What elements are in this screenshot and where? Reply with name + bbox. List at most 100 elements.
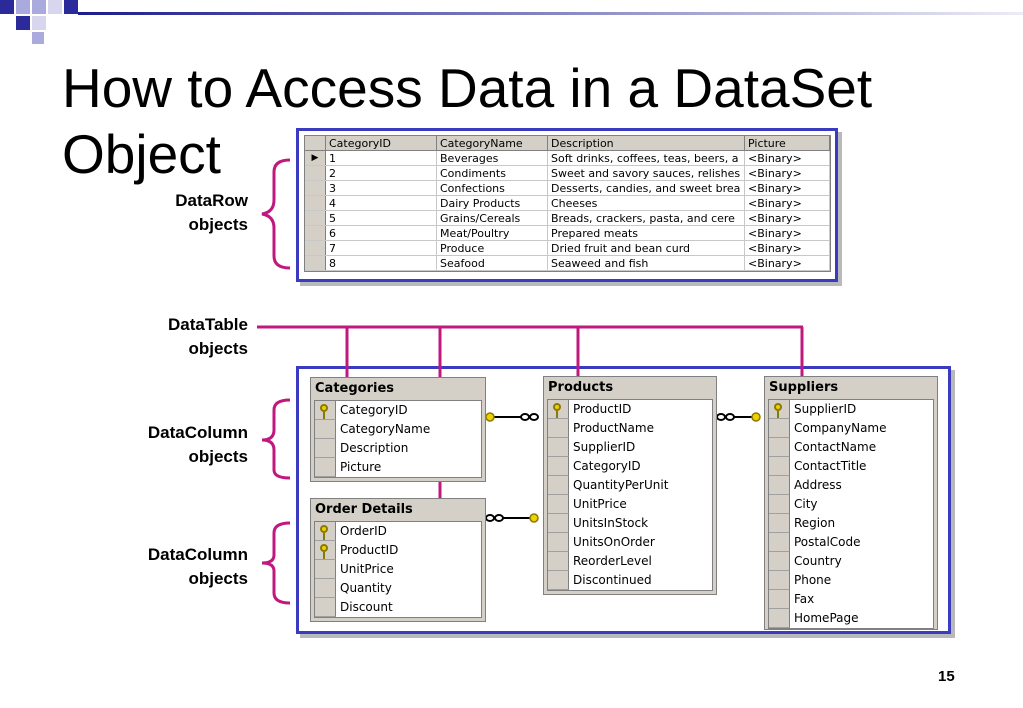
row-selector[interactable] [769, 419, 790, 438]
grid-cell[interactable]: 2 [325, 165, 437, 181]
row-selector[interactable] [769, 533, 790, 552]
column-row[interactable]: Discount [315, 598, 481, 617]
row-selector[interactable] [305, 255, 326, 271]
column-row[interactable]: Description [315, 439, 481, 458]
column-row[interactable]: ProductName [548, 419, 712, 438]
column-row[interactable]: Address [769, 476, 933, 495]
row-selector[interactable] [315, 439, 336, 458]
row-selector[interactable] [548, 514, 569, 533]
column-row[interactable]: UnitsOnOrder [548, 533, 712, 552]
column-row[interactable]: QuantityPerUnit [548, 476, 712, 495]
row-selector[interactable] [548, 419, 569, 438]
grid-cell[interactable]: Dairy Products [436, 195, 548, 211]
row-selector[interactable] [305, 240, 326, 256]
column-row[interactable]: ContactName [769, 438, 933, 457]
row-selector[interactable] [769, 476, 790, 495]
row-selector[interactable] [769, 457, 790, 476]
row-selector[interactable] [769, 495, 790, 514]
grid-cell[interactable]: Confections [436, 180, 548, 196]
grid-cell[interactable]: 3 [325, 180, 437, 196]
grid-cell[interactable]: Breads, crackers, pasta, and cere [547, 210, 745, 226]
grid-header[interactable]: CategoryName [436, 136, 548, 151]
grid-cell[interactable]: Seaweed and fish [547, 255, 745, 271]
grid-cell[interactable]: Cheeses [547, 195, 745, 211]
row-selector[interactable] [315, 579, 336, 598]
column-row[interactable]: Fax [769, 590, 933, 609]
grid-cell[interactable]: <Binary> [744, 195, 830, 211]
grid-header[interactable]: CategoryID [325, 136, 437, 151]
grid-cell[interactable]: <Binary> [744, 240, 830, 256]
grid-cell[interactable]: Meat/Poultry [436, 225, 548, 241]
row-selector[interactable] [315, 458, 336, 477]
grid-cell[interactable]: 6 [325, 225, 437, 241]
row-selector[interactable] [548, 476, 569, 495]
column-row[interactable]: Phone [769, 571, 933, 590]
column-row[interactable]: ReorderLevel [548, 552, 712, 571]
column-row[interactable]: CategoryID [315, 401, 481, 420]
row-selector[interactable]: ▶ [305, 150, 326, 166]
grid-cell[interactable]: Produce [436, 240, 548, 256]
column-row[interactable]: Quantity [315, 579, 481, 598]
grid-header[interactable]: Description [547, 136, 745, 151]
column-row[interactable]: CategoryName [315, 420, 481, 439]
grid-cell[interactable]: Soft drinks, coffees, teas, beers, a [547, 150, 745, 166]
grid-cell[interactable]: Grains/Cereals [436, 210, 548, 226]
grid-cell[interactable]: Sweet and savory sauces, relishes [547, 165, 745, 181]
grid-cell[interactable]: 4 [325, 195, 437, 211]
grid-cell[interactable]: Seafood [436, 255, 548, 271]
grid-cell[interactable]: <Binary> [744, 180, 830, 196]
row-selector[interactable] [548, 438, 569, 457]
column-row[interactable]: PostalCode [769, 533, 933, 552]
grid-cell[interactable]: Dried fruit and bean curd [547, 240, 745, 256]
row-selector[interactable] [769, 571, 790, 590]
row-selector[interactable] [548, 457, 569, 476]
row-selector[interactable] [548, 552, 569, 571]
row-selector[interactable] [769, 400, 790, 419]
row-selector[interactable] [305, 165, 326, 181]
grid-cell[interactable]: 7 [325, 240, 437, 256]
column-row[interactable]: CategoryID [548, 457, 712, 476]
row-selector[interactable] [548, 400, 569, 419]
grid-cell[interactable]: Prepared meats [547, 225, 745, 241]
row-selector[interactable] [315, 541, 336, 560]
grid-cell[interactable]: <Binary> [744, 165, 830, 181]
column-row[interactable]: Region [769, 514, 933, 533]
grid-cell[interactable]: <Binary> [744, 255, 830, 271]
row-selector[interactable] [315, 420, 336, 439]
grid-cell[interactable]: <Binary> [744, 225, 830, 241]
row-selector[interactable] [305, 195, 326, 211]
row-selector[interactable] [305, 225, 326, 241]
column-row[interactable]: ProductID [548, 400, 712, 419]
column-row[interactable]: HomePage [769, 609, 933, 628]
data-grid[interactable]: CategoryID CategoryName Description Pict… [304, 135, 831, 272]
row-selector[interactable] [769, 438, 790, 457]
row-selector[interactable] [769, 590, 790, 609]
column-row[interactable]: SupplierID [548, 438, 712, 457]
column-row[interactable]: ContactTitle [769, 457, 933, 476]
row-selector[interactable] [548, 533, 569, 552]
row-selector[interactable] [315, 598, 336, 617]
column-row[interactable]: ProductID [315, 541, 481, 560]
row-selector[interactable] [315, 522, 336, 541]
row-selector[interactable] [769, 514, 790, 533]
grid-cell[interactable]: Condiments [436, 165, 548, 181]
column-row[interactable]: City [769, 495, 933, 514]
column-row[interactable]: Picture [315, 458, 481, 477]
row-selector[interactable] [315, 401, 336, 420]
column-row[interactable]: CompanyName [769, 419, 933, 438]
column-row[interactable]: UnitsInStock [548, 514, 712, 533]
column-row[interactable]: Discontinued [548, 571, 712, 590]
grid-cell[interactable]: <Binary> [744, 150, 830, 166]
grid-cell[interactable]: Beverages [436, 150, 548, 166]
row-selector[interactable] [305, 180, 326, 196]
